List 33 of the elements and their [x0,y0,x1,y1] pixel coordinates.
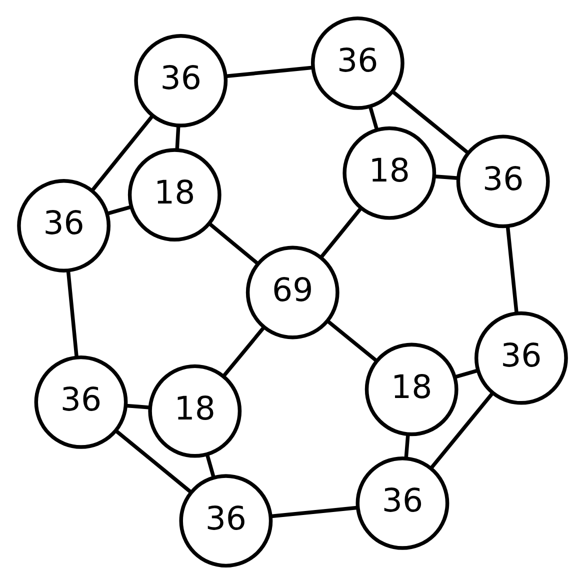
node-circle: 36 [34,355,128,449]
connector [390,90,469,154]
connector [326,320,378,362]
connector [125,404,150,410]
node-circle: 36 [474,311,568,405]
connector [204,454,215,478]
node-circle: 18 [342,126,436,220]
connector [368,106,378,130]
connector [319,207,362,258]
node-circle: 18 [127,148,221,242]
node-circle: 18 [364,342,458,436]
connector [222,326,265,378]
connector [404,434,410,458]
node-circle: 36 [456,134,550,228]
connector [208,222,258,266]
node-circle: 18 [148,364,242,458]
node-circle: 36 [310,16,404,110]
connector [90,114,154,192]
connector [114,429,192,494]
connector [224,66,312,78]
node-circle: 36 [134,34,228,128]
connector [454,368,478,379]
node-circle: 69 [245,246,339,340]
connector [505,226,518,313]
connector [106,205,132,216]
connector [429,392,494,470]
connector [270,506,358,518]
connector [174,126,180,150]
node-circle: 36 [16,179,110,272]
node-circle: 36 [178,474,272,568]
connector [66,271,78,358]
connector [434,174,458,180]
node-circle: 36 [355,456,449,550]
